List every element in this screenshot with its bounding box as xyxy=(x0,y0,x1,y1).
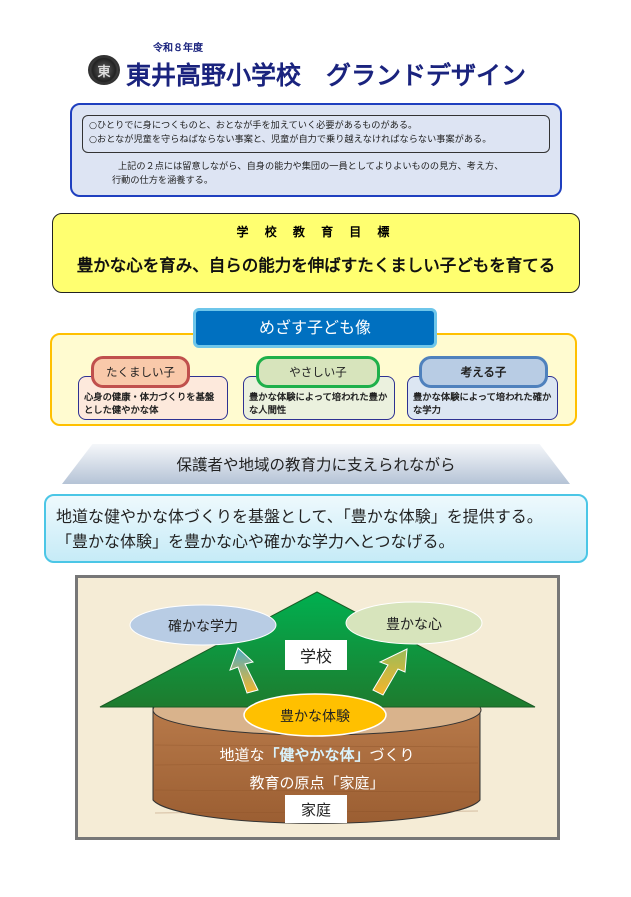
policy-box: 地道な健やかな体づくりを基盤として、「豊かな体験」を提供する。 「豊かな体験」を… xyxy=(44,494,588,563)
experience-label: 豊かな体験 xyxy=(280,709,350,725)
card-strong-label: たくましい子 xyxy=(91,356,190,388)
origin-line: 教育の原点「家庭」 xyxy=(249,774,384,792)
premise-inner: ○ひとりでに身につくものと、おとなが手を加えていく必要があるものがある。 ○おと… xyxy=(82,115,550,153)
school-logo: 東 xyxy=(88,55,120,85)
year-label: 令和８年度 xyxy=(153,43,203,54)
logo-char: 東 xyxy=(97,64,111,80)
premise-body-line: 行動の仕方を涵養する。 xyxy=(112,175,214,186)
premise-body: 上記の２点には留意しながら、自身の能力や集団の一員としてよりよいものの見方、考え… xyxy=(112,160,552,188)
policy-line: 地道な健やかな体づくりを基盤として、「豊かな体験」を提供する。 xyxy=(56,507,543,526)
goal-text: 豊かな心を育み、自らの能力を伸ばすたくましい子どもを育てる xyxy=(76,256,556,275)
home-cylinder xyxy=(152,706,481,824)
school-label: 学校 xyxy=(300,647,332,666)
school-label-bg xyxy=(285,640,347,670)
left-goal-ellipse xyxy=(129,604,277,646)
support-banner: 保護者や地域の教育力に支えられながら xyxy=(62,444,570,484)
home-label-bg xyxy=(285,795,347,823)
policy-line: 「豊かな体験」を豊かな心や確かな学力へとつなげる。 xyxy=(56,532,455,551)
page-title: 東井高野小学校 グランドデザイン xyxy=(126,61,527,90)
left-goal-label: 確かな学力 xyxy=(168,619,238,635)
goal-heading: 学 校 教 育 目 標 xyxy=(236,225,396,239)
structure-diagram: 確かな学力 豊かな心 学校 豊かな体験 地道な「健やかな体」づくり 教育の原点「… xyxy=(75,575,560,840)
right-goal-label: 豊かな心 xyxy=(386,617,442,633)
foundation-line: 地道な「健やかな体」づくり xyxy=(219,746,414,764)
premise-line: ○ひとりでに身につくものと、おとなが手を加えていく必要があるものがある。 xyxy=(89,120,418,131)
premise-line: ○おとなが児童を守らねばならない事案と、児童が自力で乗り越えなければならない事案… xyxy=(89,134,492,145)
arrow-up-left-icon xyxy=(229,647,259,694)
arrow-up-right-icon xyxy=(372,648,408,696)
aim-title: めざす子ども像 xyxy=(193,308,437,348)
premise-box: ○ひとりでに身につくものと、おとなが手を加えていく必要があるものがある。 ○おと… xyxy=(70,103,562,197)
card-think-label: 考える子 xyxy=(419,356,548,388)
right-goal-ellipse xyxy=(345,601,483,645)
card-kind-label: やさしい子 xyxy=(256,356,380,388)
experience-ellipse xyxy=(243,693,387,737)
home-label: 家庭 xyxy=(301,801,331,819)
premise-body-line: 上記の２点には留意しながら、自身の能力や集団の一員としてよりよいものの見方、考え… xyxy=(118,161,504,172)
school-goal-box: 学 校 教 育 目 標 豊かな心を育み、自らの能力を伸ばすたくましい子どもを育て… xyxy=(52,213,580,293)
